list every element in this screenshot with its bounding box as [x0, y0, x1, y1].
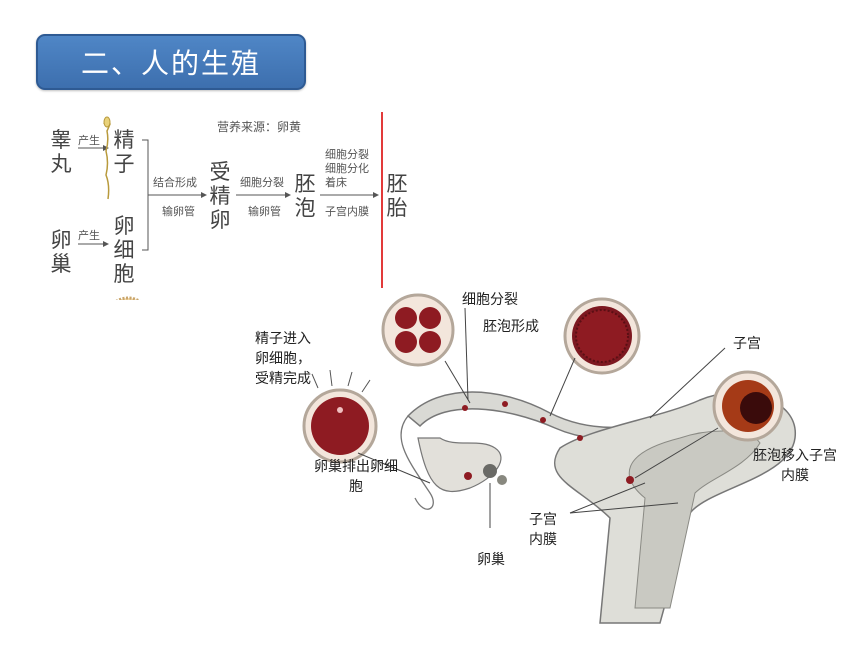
fig-endometrium-2: 内膜: [529, 532, 557, 548]
fig-ovary-releases-2: 胞: [349, 479, 363, 495]
sperm-icon: [103, 119, 111, 200]
fig-blastocyst-moves-1: 胚泡移入子宫: [753, 448, 837, 464]
fig-blastocyst-moves-2: 内膜: [781, 468, 809, 484]
fig-cell-division: 细胞分裂: [462, 292, 518, 308]
fig-blastocyst-forms: 胚泡形成: [483, 319, 539, 335]
cell-division-cell: [381, 293, 455, 367]
fig-sperm-enters-2: 卵细胞，: [255, 351, 311, 367]
embryo-label: 胚胎: [386, 172, 408, 220]
nutrition-source: 营养来源：卵黄: [217, 120, 302, 134]
fig-uterus: 子宫: [733, 336, 761, 352]
stage3-line1: 细胞分裂: [325, 148, 369, 161]
sperm-label: 精子: [113, 128, 135, 176]
oviduct-label-1: 输卵管: [162, 205, 195, 218]
divider-line: [381, 112, 383, 288]
combine-label: 结合形成: [153, 176, 197, 189]
stage3-line2: 细胞分化: [325, 162, 369, 175]
produce-label-2: 产生: [78, 229, 100, 242]
uterus-illustration: [302, 293, 796, 624]
uterus-lining-label: 子宫内膜: [325, 205, 369, 218]
bracket-gametes: [142, 139, 152, 251]
section-title: 二、人的生殖: [80, 47, 261, 80]
zygote-label: 受精卵: [209, 160, 231, 232]
produce-label-1: 产生: [78, 134, 100, 147]
egg-cell-icon: [115, 296, 141, 300]
oviduct-label-2: 输卵管: [248, 205, 281, 218]
egg-label: 卵细胞: [113, 214, 135, 286]
stage3-line3: 着床: [325, 176, 347, 189]
fig-ovary: 卵巢: [477, 552, 505, 568]
flow-arrows: [78, 116, 379, 300]
section-title-box: 二、人的生殖: [36, 34, 306, 90]
fig-ovary-releases-1: 卵巢排出卵细: [314, 459, 398, 475]
implantation-cell: [712, 370, 784, 442]
blastocyst-label: 胚泡: [294, 172, 316, 220]
fig-sperm-enters-3: 受精完成: [255, 371, 311, 387]
fertilization-cell: [302, 369, 378, 464]
ovary-label: 卵巢: [50, 228, 72, 276]
testis-label: 睾丸: [50, 128, 72, 176]
blastocyst-cell: [563, 297, 641, 375]
fig-endometrium-1: 子宫: [529, 512, 557, 528]
fig-sperm-enters-1: 精子进入: [255, 331, 311, 347]
reproduction-figure: [240, 288, 805, 624]
cell-division-label: 细胞分裂: [240, 176, 284, 189]
